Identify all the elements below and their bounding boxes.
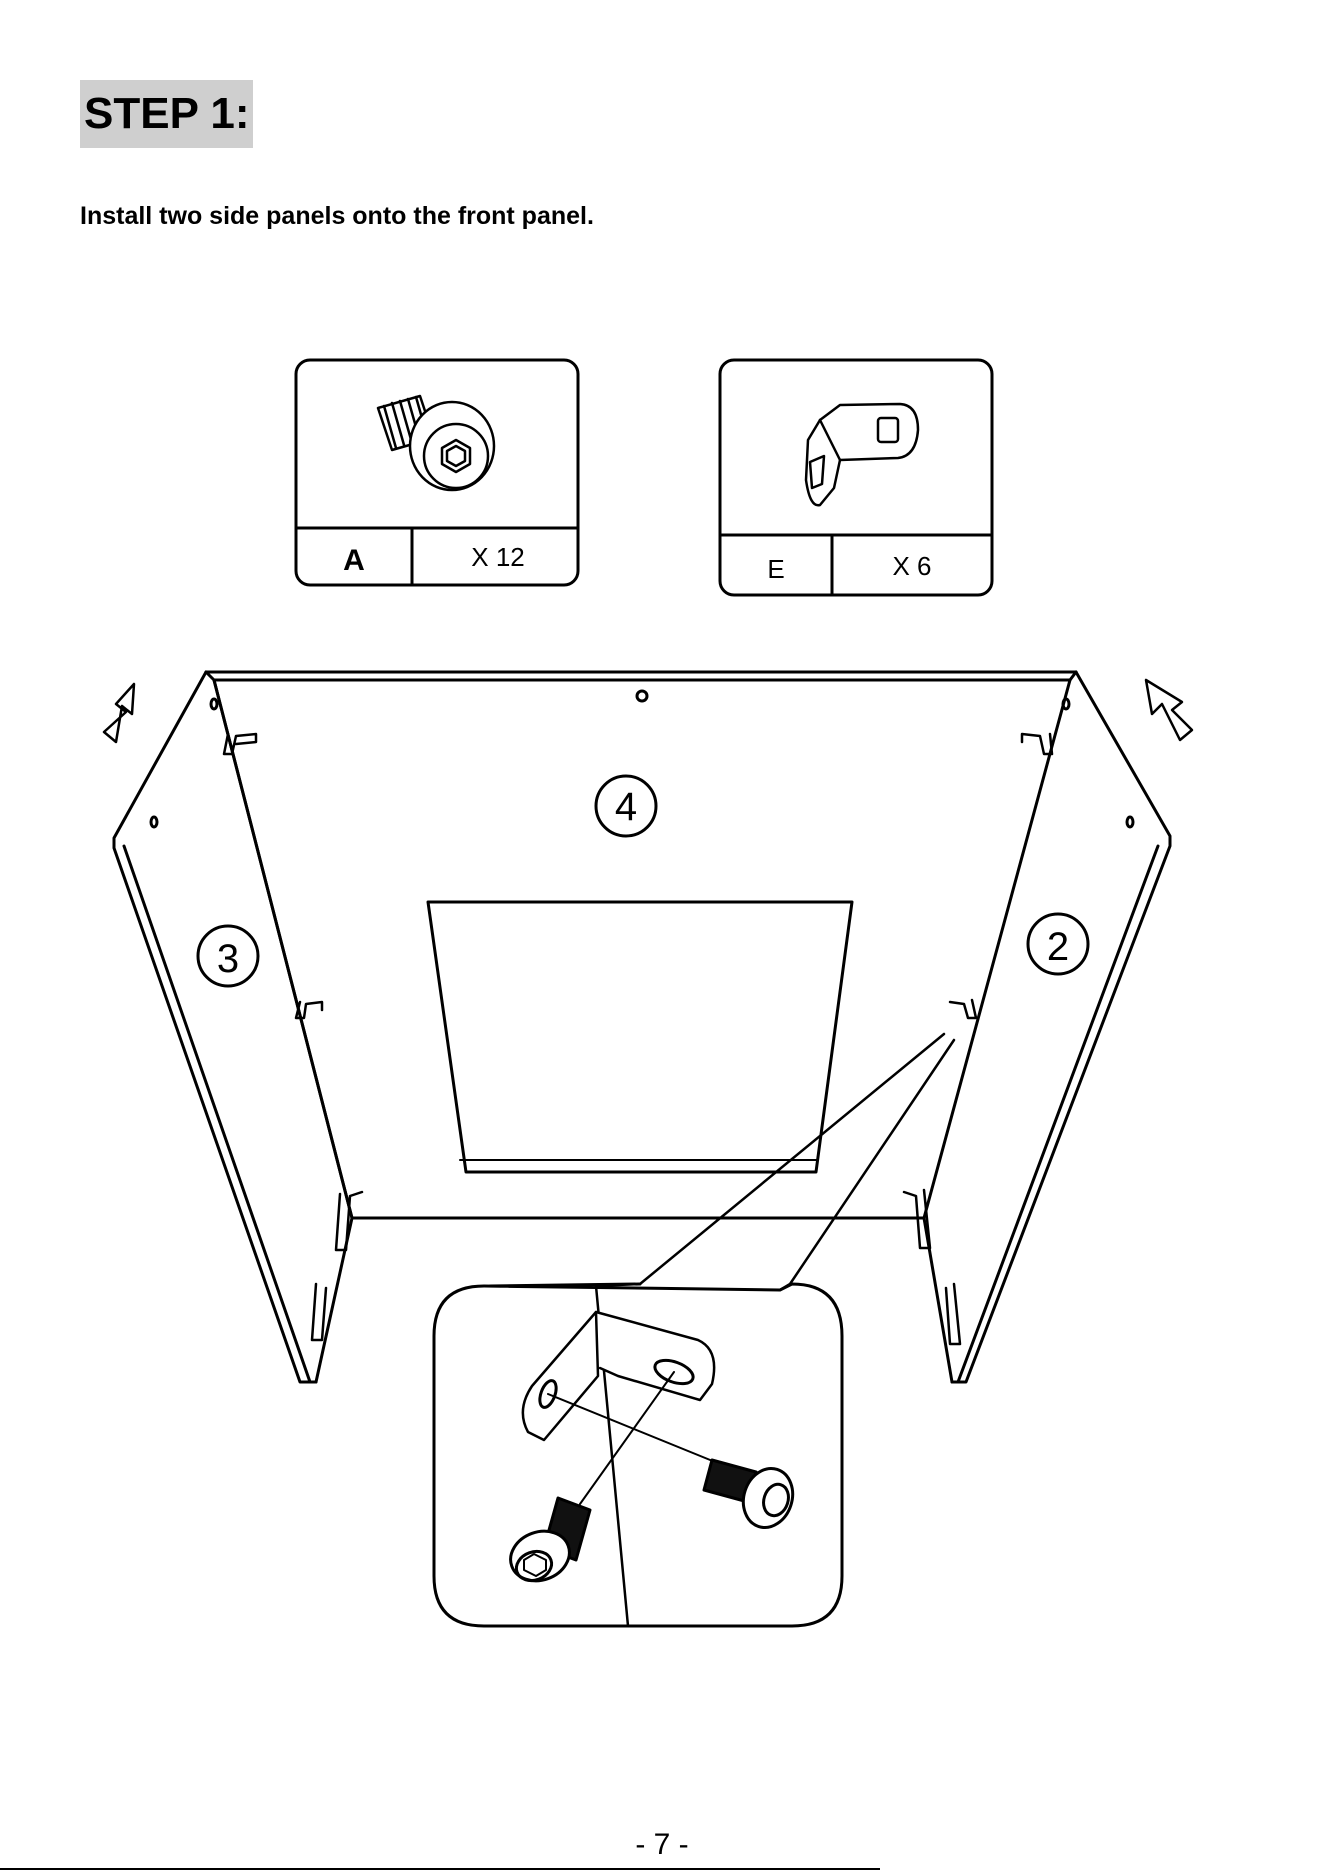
arrow-up-left-icon — [104, 684, 134, 742]
detail-bolt-right-icon — [704, 1460, 800, 1534]
footer-rule — [0, 1868, 880, 1870]
detail-callout — [434, 1284, 842, 1626]
page-number: - 7 - — [0, 1828, 1324, 1862]
part-e-box: E X 6 — [720, 360, 992, 595]
hex-bolt-icon — [378, 396, 494, 490]
arrow-up-right-icon — [1146, 680, 1192, 740]
l-bracket-icon — [806, 404, 918, 505]
part-a-box: A X 12 — [296, 360, 578, 585]
part-a-quantity: X 12 — [471, 542, 525, 572]
front-panel — [206, 672, 1076, 1218]
part-e-quantity: X 6 — [892, 551, 931, 581]
detail-bolt-left-icon — [504, 1498, 590, 1589]
part-e-letter: E — [767, 554, 784, 584]
panel-4-label: 4 — [615, 785, 637, 829]
right-side-panel — [904, 672, 1170, 1382]
left-side-panel — [114, 672, 362, 1382]
panel-3-label: 3 — [217, 937, 239, 981]
part-a-letter: A — [343, 544, 365, 577]
panel-2-label: 2 — [1047, 925, 1069, 969]
